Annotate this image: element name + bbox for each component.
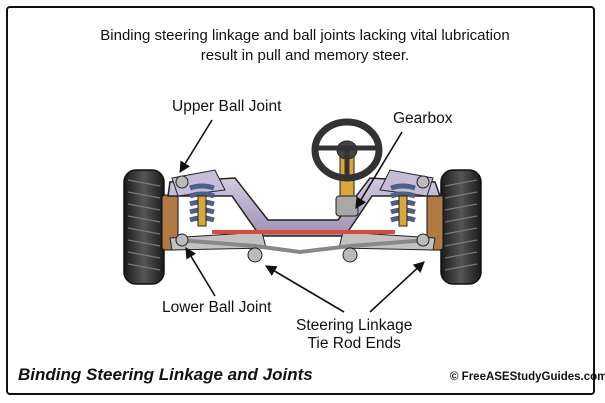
right-tire xyxy=(440,169,482,285)
left-tie-rod-end xyxy=(247,247,263,263)
diagram-title: Binding Steering Linkage and Joints xyxy=(18,365,313,384)
gearbox-label: Gearbox xyxy=(393,110,453,127)
upper-ball-joint-arrow xyxy=(179,119,213,173)
right-lower-ball-joint xyxy=(416,233,430,247)
left-lower-ball-joint xyxy=(175,233,189,247)
caption-line-1: Binding steering linkage and ball joints… xyxy=(100,27,510,44)
steering-linkage-label-line-1: Steering Linkage xyxy=(296,317,413,334)
right-shock-absorber xyxy=(398,195,408,227)
right-upper-ball-joint xyxy=(416,175,430,189)
gearbox-arrow xyxy=(355,131,403,209)
copyright-notice: © FreeASEStudyGuides.com xyxy=(450,371,605,383)
steering-linkage-arrow-right xyxy=(369,261,425,313)
lower-ball-joint-label: Lower Ball Joint xyxy=(162,299,272,316)
left-tire xyxy=(123,169,165,285)
left-upper-ball-joint xyxy=(175,175,189,189)
steering-wheel xyxy=(311,118,383,182)
frame-crossmember xyxy=(167,177,442,237)
right-tie-rod-end xyxy=(342,247,358,263)
left-shock-absorber xyxy=(197,195,207,227)
center-link xyxy=(177,238,428,255)
caption-line-2: result in pull and memory steer. xyxy=(200,47,410,64)
lower-ball-joint-arrow xyxy=(185,247,216,297)
steering-linkage-label-line-2: Tie Rod Ends xyxy=(307,335,401,352)
diagram-caption: Binding steering linkage and ball joints… xyxy=(70,26,540,66)
steering-linkage-arrow-left xyxy=(265,265,345,313)
gearbox-housing xyxy=(335,195,359,217)
upper-ball-joint-label: Upper Ball Joint xyxy=(172,98,282,115)
diagram-frame xyxy=(6,6,595,395)
steering-linkage-label: Steering Linkage Tie Rod Ends xyxy=(296,317,412,353)
